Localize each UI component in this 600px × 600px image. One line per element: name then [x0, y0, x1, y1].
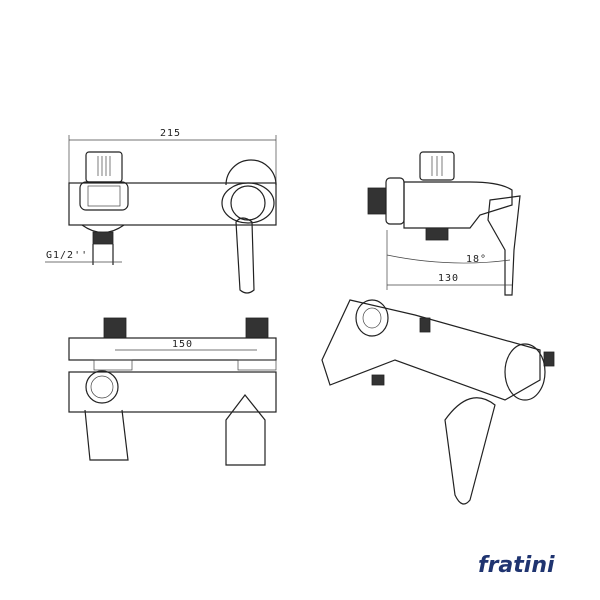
- body-outline: [68, 371, 277, 413]
- inlet-thread: [367, 187, 387, 215]
- handle-rosette: [221, 182, 275, 224]
- lever-handle: [487, 195, 521, 296]
- body-outline: [68, 182, 277, 226]
- body-outline: [321, 299, 541, 401]
- front-view: 215 G1/2'': [45, 128, 277, 294]
- angle-label: 18°: [466, 254, 487, 265]
- mounting-plate: [68, 337, 277, 361]
- top-view: 150: [68, 317, 277, 466]
- lever-handle: [235, 217, 255, 294]
- logo-text: fratini: [478, 553, 555, 578]
- dimension-150-label: 150: [172, 339, 193, 350]
- dimension-215-label: 215: [160, 128, 181, 139]
- thread-label: G1/2'': [46, 250, 88, 261]
- lever-handle: [444, 397, 496, 505]
- inlet-thread: [92, 231, 114, 245]
- diverter-knob: [85, 151, 123, 183]
- dimension-130-label: 130: [438, 273, 459, 284]
- body-outline: [403, 181, 513, 229]
- side-view: 18° 130: [367, 151, 521, 296]
- brand-logo: fratini: [478, 553, 555, 578]
- isometric-view: [321, 299, 555, 505]
